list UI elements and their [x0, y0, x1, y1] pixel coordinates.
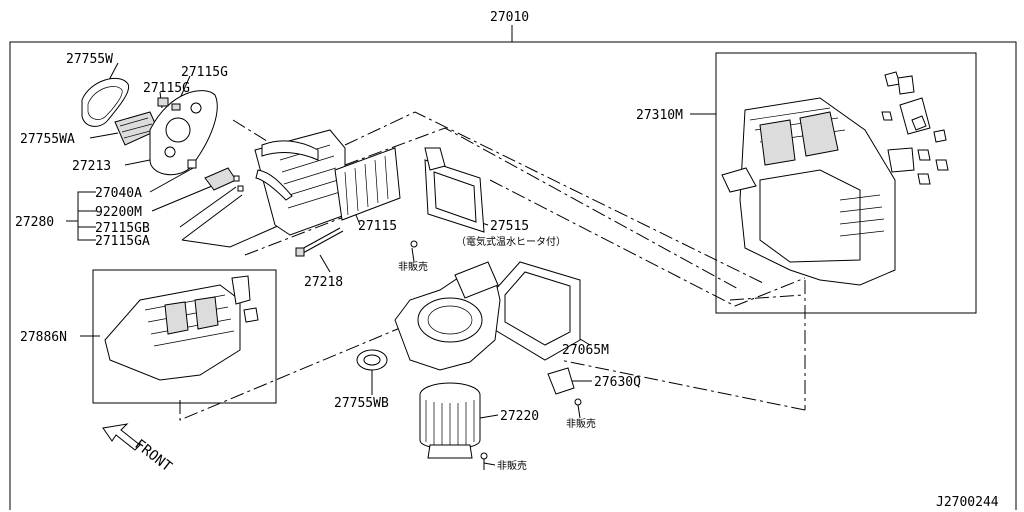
part-27218: [295, 227, 344, 257]
label-27515-note: （電気式温水ヒータ付）: [456, 235, 566, 248]
part-27515: [410, 147, 485, 248]
part-heater-core: [254, 129, 346, 236]
label-27040a: 27040A: [95, 186, 142, 201]
label-not-sold-3: 非販売: [497, 459, 527, 472]
label-27218: 27218: [304, 275, 343, 290]
seal-27755w: [81, 77, 130, 127]
part-27213: [149, 90, 218, 176]
assembly-bracket: [9, 25, 1017, 510]
label-27213: 27213: [72, 159, 111, 174]
label-27755w: 27755W: [66, 52, 113, 67]
leader-lines: [66, 62, 716, 466]
label-27115g-a: 27115G: [143, 81, 190, 96]
label-diagram-code: J2700244: [936, 495, 999, 510]
label-27886n: 27886N: [20, 330, 67, 345]
label-27115: 27115: [358, 219, 397, 234]
part-27630q: [547, 367, 582, 406]
part-blower-housing: [394, 261, 501, 371]
part-27040a: [187, 159, 244, 192]
label-27280: 27280: [15, 215, 54, 230]
label-27010: 27010: [490, 10, 529, 25]
part-27310m-clips: [881, 71, 949, 185]
subframe-27310m: [715, 52, 977, 314]
label-not-sold-1: 非販売: [398, 260, 428, 273]
part-27065m: [494, 261, 581, 361]
label-27755wb: 27755WB: [334, 396, 389, 411]
label-front: FRONT: [132, 437, 176, 476]
label-27220: 27220: [500, 409, 539, 424]
assembly-dash-lines: [179, 111, 806, 421]
part-27755wb: [356, 349, 388, 371]
part-labels: 27010 27755W 27115G 27115G 27755WA 27213…: [15, 10, 999, 510]
label-27515: 27515: [490, 219, 529, 234]
front-arrow-icon: [102, 423, 141, 451]
part-27115: [334, 147, 401, 221]
label-27115ga: 27115GA: [95, 234, 150, 249]
label-27115gb: 27115GB: [95, 221, 150, 236]
label-27310m: 27310M: [636, 108, 683, 123]
part-27220: [419, 382, 488, 470]
label-not-sold-2: 非販売: [566, 417, 596, 430]
label-27065m: 27065M: [562, 343, 609, 358]
label-27630q: 27630Q: [594, 375, 641, 390]
part-27886n: [104, 275, 259, 381]
part-27310m: [721, 97, 896, 286]
label-92200m: 92200M: [95, 205, 142, 220]
label-27755wa: 27755WA: [20, 132, 75, 147]
label-27115g-b: 27115G: [181, 65, 228, 80]
